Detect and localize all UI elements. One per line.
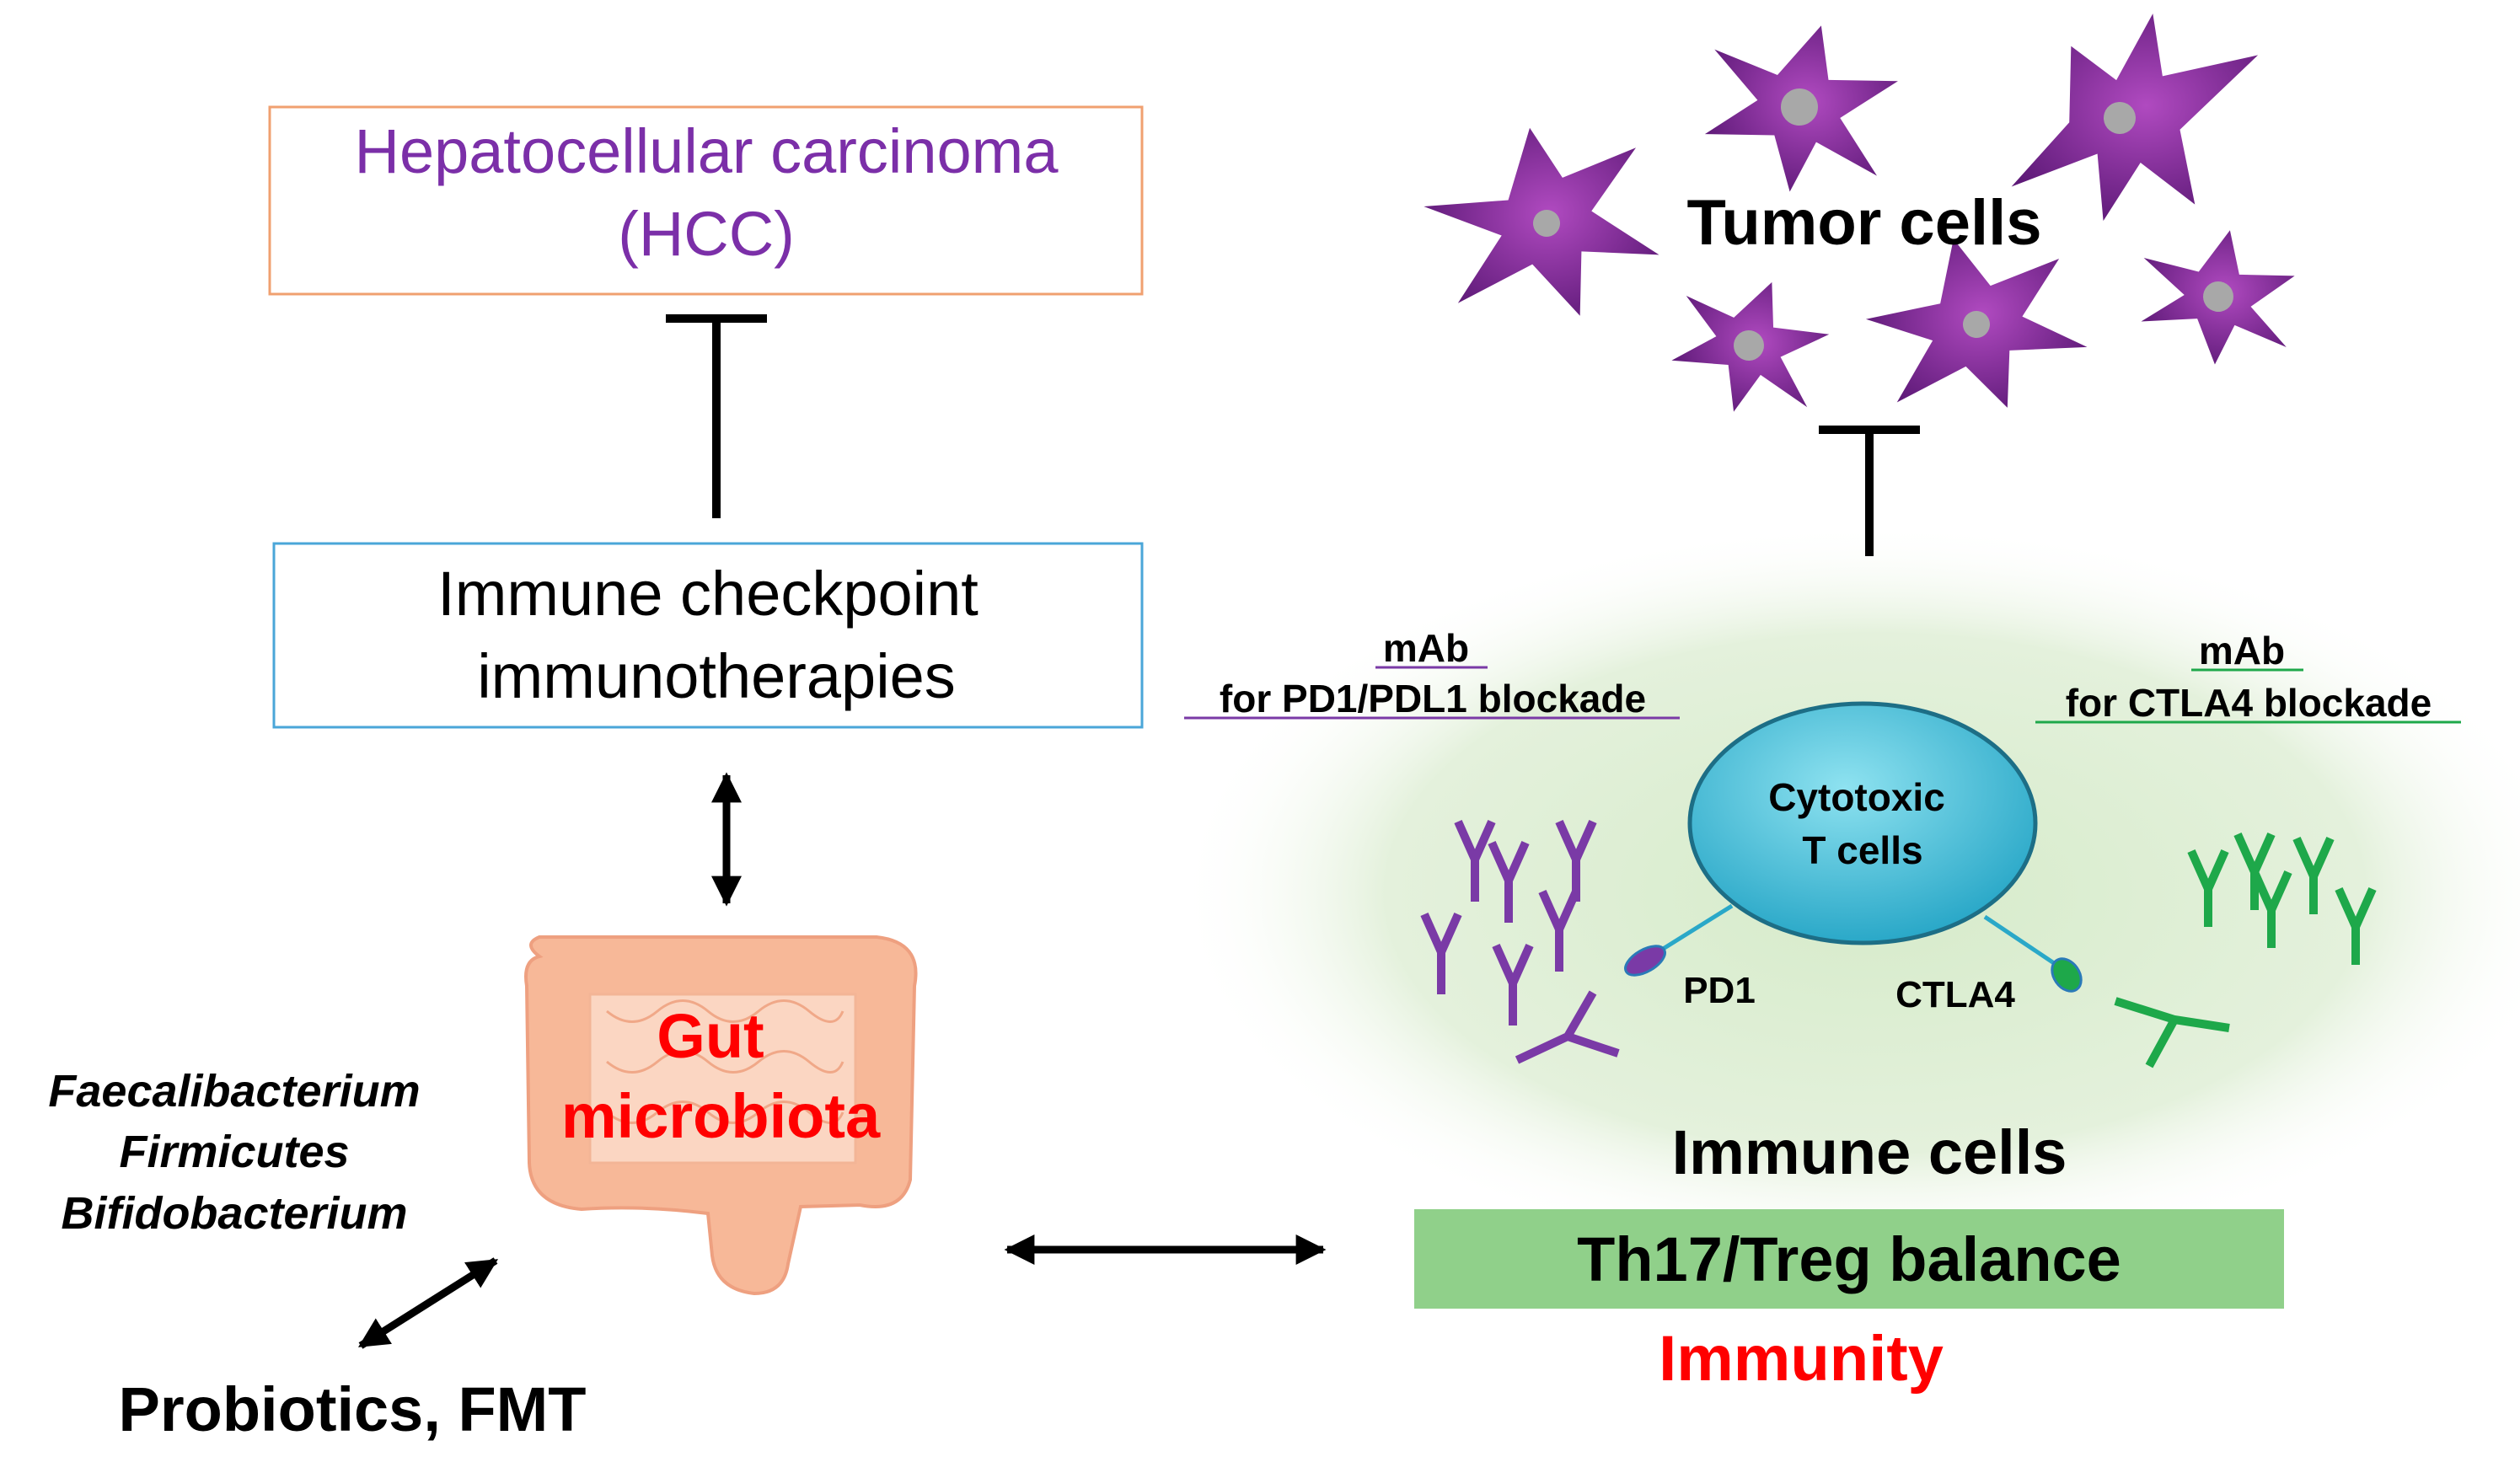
antibody-icon bbox=[2292, 836, 2335, 914]
mab-pd1-line1: mAb bbox=[1383, 626, 1469, 670]
mab-pd1-label: mAb for PD1/PDL1 blockade bbox=[1184, 626, 1680, 720]
tcell-label-line2: T cells bbox=[1802, 828, 1922, 872]
antibody-icon bbox=[2335, 886, 2377, 965]
mab-ctla4-line2: for CTLA4 blockade bbox=[2066, 681, 2432, 725]
tumor-cells-group bbox=[1424, 13, 2295, 412]
th17-treg-box: Th17/Treg balance bbox=[1414, 1209, 2284, 1309]
antibody-icon bbox=[2114, 997, 2230, 1068]
arrow-gut-probiotics bbox=[357, 1257, 499, 1349]
antibody-icon bbox=[1420, 912, 1462, 994]
tumor-cell bbox=[2011, 13, 2259, 222]
hcc-box: Hepatocellular carcinoma (HCC) bbox=[268, 105, 1144, 296]
tumor-cell bbox=[1424, 127, 1659, 316]
mab-ctla4-label: mAb for CTLA4 blockade bbox=[2035, 629, 2461, 725]
tumor-cell bbox=[1865, 238, 2088, 408]
probiotics-label: Probiotics, FMT bbox=[119, 1374, 587, 1444]
ici-title-line1: Immune checkpoint bbox=[437, 559, 979, 629]
th17-treg-label: Th17/Treg balance bbox=[1577, 1224, 2121, 1294]
pd1-receptor bbox=[1624, 903, 1734, 977]
pd1-label: PD1 bbox=[1683, 970, 1756, 1011]
bacteria-list: Faecalibacterium Firmicutes Bifidobacter… bbox=[48, 1066, 420, 1239]
gut-label-line2: microbiota bbox=[561, 1081, 881, 1151]
gut-icon: Gut microbiota bbox=[524, 935, 918, 1296]
antibody-icon bbox=[1538, 889, 1580, 972]
antibody-icon bbox=[2250, 870, 2292, 948]
inhibition-ici-hcc bbox=[666, 314, 767, 518]
antibody-icon bbox=[1515, 990, 1620, 1064]
immunity-label: Immunity bbox=[1659, 1323, 1944, 1395]
hcc-title-line1: Hepatocellular carcinoma bbox=[355, 116, 1059, 186]
cytotoxic-t-cell: Cytotoxic T cells bbox=[1687, 701, 2038, 945]
ctla4-antibodies bbox=[2114, 832, 2377, 1068]
bacteria-item: Bifidobacterium bbox=[61, 1188, 407, 1239]
ici-title-line2: immunotherapies bbox=[477, 641, 956, 711]
hcc-title-line2: (HCC) bbox=[618, 199, 795, 269]
tumor-cell bbox=[1704, 25, 1898, 192]
pd1-antibodies bbox=[1420, 819, 1620, 1064]
antibody-icon bbox=[2187, 849, 2229, 927]
tumor-cell bbox=[1671, 281, 1830, 412]
antibody-icon bbox=[1492, 943, 1534, 1026]
antibody-icon bbox=[1454, 819, 1496, 902]
immune-cells-label: Immune cells bbox=[1672, 1117, 2067, 1187]
ctla4-receptor bbox=[1983, 914, 2083, 993]
tcell-label-line1: Cytotoxic bbox=[1768, 775, 1945, 819]
tumor-cells-label: Tumor cells bbox=[1687, 187, 2042, 259]
tumor-cell bbox=[2141, 230, 2295, 365]
mab-pd1-line2: for PD1/PDL1 blockade bbox=[1220, 677, 1646, 720]
gut-label-line1: Gut bbox=[657, 1001, 764, 1071]
bacteria-item: Faecalibacterium bbox=[48, 1066, 420, 1117]
mab-ctla4-line1: mAb bbox=[2199, 629, 2285, 672]
inhibition-immune-tumor bbox=[1819, 426, 1920, 556]
ctla4-label: CTLA4 bbox=[1895, 974, 2015, 1015]
antibody-icon bbox=[1488, 840, 1530, 923]
ici-box: Immune checkpoint immunotherapies bbox=[272, 542, 1144, 729]
bacteria-item: Firmicutes bbox=[119, 1127, 349, 1177]
